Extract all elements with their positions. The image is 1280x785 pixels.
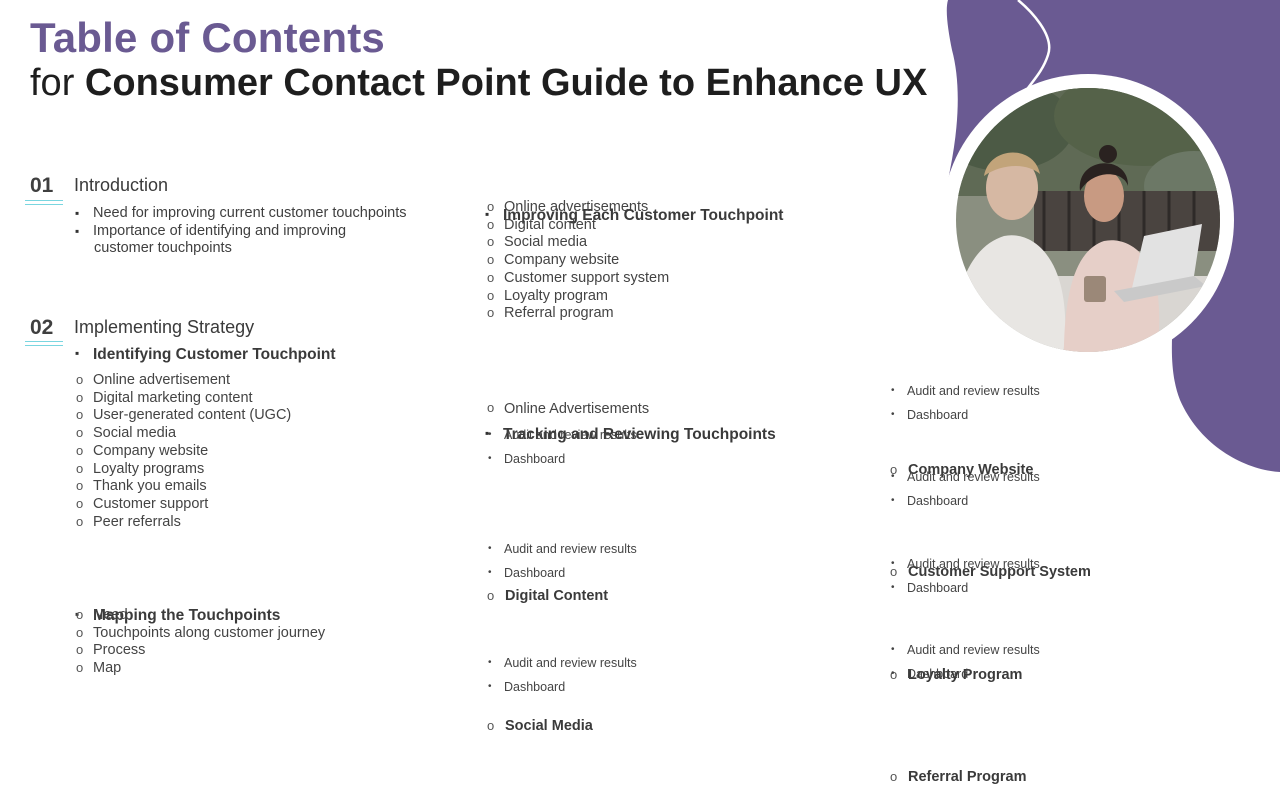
- tracking-group-title: Social Media: [485, 718, 1280, 734]
- right-group-title: Referral Program: [888, 769, 1280, 785]
- list-item: Need for improving current customer touc…: [75, 204, 407, 222]
- improving-touchpoint-list: Online advertisements Digital content So…: [485, 198, 669, 323]
- list-item: Referral program: [485, 304, 669, 323]
- tracking-group-title: Digital Content: [485, 588, 1280, 604]
- list-item: Audit and review results: [888, 379, 1040, 403]
- list-item: Company website: [74, 442, 291, 461]
- tracking-group-label: Online Advertisements: [504, 401, 650, 417]
- circle-bullet: o: [487, 400, 495, 415]
- right-group-items: Audit and review results Dashboard: [888, 552, 1040, 600]
- photo-icon: [956, 88, 1220, 352]
- subtitle-prefix: for: [30, 62, 75, 104]
- list-item: Audit and review results: [888, 638, 1040, 662]
- list-item-continuation: customer touchpoints: [94, 240, 232, 256]
- mapping-touchpoints-list: Need Touchpoints along customer journey …: [74, 606, 325, 678]
- list-item: Dashboard: [485, 447, 637, 471]
- list-item: Audit and review results: [888, 552, 1040, 576]
- list-item: Dashboard: [888, 403, 1040, 427]
- section-rule: [25, 345, 63, 346]
- list-item: Importance of identifying and improving: [75, 222, 407, 240]
- section-rule: [25, 341, 63, 342]
- tracking-group-items: Audit and review results Dashboard: [485, 537, 637, 585]
- list-item: Dashboard: [888, 489, 1040, 513]
- section-number: 02: [30, 316, 54, 339]
- list-item: Customer support system: [485, 269, 669, 288]
- list-item: Social media: [74, 424, 291, 443]
- list-item: Process: [74, 641, 325, 660]
- list-item: Peer referrals: [74, 513, 291, 532]
- list-item: Customer support: [74, 495, 291, 514]
- subtitle-text: Consumer Contact Point Guide to Enhance …: [84, 62, 928, 104]
- section-number: 01: [30, 174, 54, 197]
- subsection-title: Identifying Customer Touchpoint: [75, 346, 1280, 364]
- page-subtitle: for Consumer Contact Point Guide to Enha…: [30, 62, 927, 105]
- list-item: Company website: [485, 251, 669, 270]
- list-item: Social media: [485, 233, 669, 252]
- tracking-group-items: Audit and review results Dashboard: [485, 651, 637, 699]
- identifying-touchpoint-list: Online advertisement Digital marketing c…: [74, 371, 291, 532]
- section-rule: [25, 204, 63, 205]
- list-item: Digital content: [485, 216, 669, 235]
- list-item: Loyalty program: [485, 287, 669, 306]
- list-item: Online advertisements: [485, 198, 669, 217]
- list-item: Online advertisement: [74, 371, 291, 390]
- list-item: Loyalty programs: [74, 460, 291, 479]
- list-item: Audit and review results: [485, 651, 637, 675]
- right-group-items: Audit and review results Dashboard: [888, 465, 1040, 513]
- list-item: Dashboard: [485, 561, 637, 585]
- section-title-introduction: Introduction: [74, 175, 169, 195]
- list-item: Digital marketing content: [74, 389, 291, 408]
- list-item: Dashboard: [888, 576, 1040, 600]
- right-group-items: Audit and review results Dashboard: [888, 379, 1040, 427]
- page-title: Table of Contents: [30, 14, 385, 61]
- list-item: Dashboard: [888, 662, 1040, 686]
- list-item: Audit and review results: [485, 423, 637, 447]
- list-item: Map: [74, 659, 325, 678]
- tracking-group-title: o Online Advertisements: [485, 400, 650, 417]
- list-item: Touchpoints along customer journey: [74, 624, 325, 643]
- right-group-items: Audit and review results Dashboard: [888, 638, 1040, 686]
- section-title-implementing-strategy: Implementing Strategy: [74, 317, 255, 337]
- introduction-list: Need for improving current customer touc…: [75, 204, 407, 240]
- list-item: Dashboard: [485, 675, 637, 699]
- list-item: Audit and review results: [485, 537, 637, 561]
- list-item: Audit and review results: [888, 465, 1040, 489]
- section-rule: [25, 200, 63, 201]
- list-item: Thank you emails: [74, 477, 291, 496]
- list-item: User-generated content (UGC): [74, 406, 291, 425]
- tracking-group-items: Audit and review results Dashboard: [485, 423, 637, 471]
- list-item: Need: [74, 606, 325, 625]
